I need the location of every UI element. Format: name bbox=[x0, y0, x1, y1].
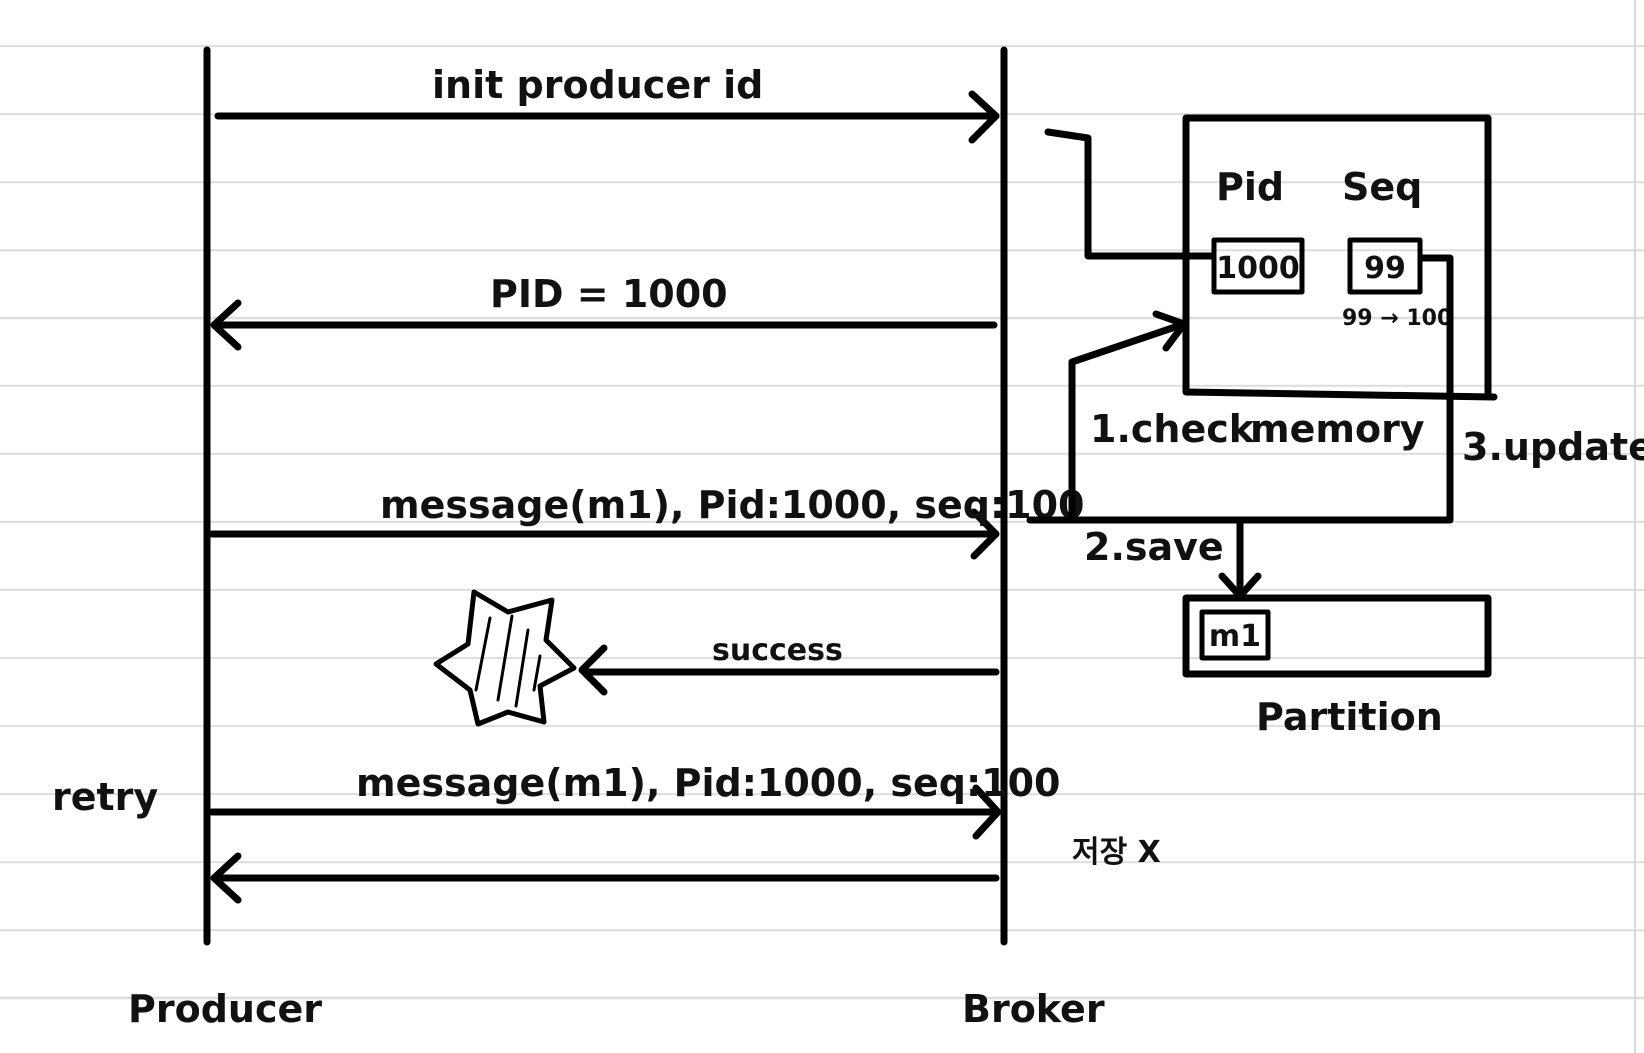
success-label: success bbox=[712, 633, 843, 668]
duplicate-note: 저장 X bbox=[1072, 835, 1161, 870]
memory-caption: memory bbox=[1250, 407, 1425, 451]
partition-box bbox=[1182, 594, 1492, 678]
pid-value: 1000 bbox=[1216, 251, 1300, 286]
lost-response-burst-icon bbox=[433, 589, 577, 727]
partition-record-cell bbox=[1199, 609, 1271, 661]
seq-header: Seq bbox=[1342, 165, 1422, 209]
update-label: 3.update bbox=[1462, 425, 1644, 469]
pid-value-cell bbox=[1211, 237, 1305, 295]
pid-response-arrow bbox=[210, 299, 998, 351]
update-path bbox=[1068, 254, 1454, 524]
producer-label: Producer bbox=[128, 987, 322, 1031]
init-arrow bbox=[214, 90, 1000, 144]
page-margin-line bbox=[1634, 0, 1636, 1053]
send-arrow bbox=[208, 508, 1000, 560]
memory-box bbox=[1182, 114, 1498, 401]
check-path bbox=[1026, 310, 1188, 524]
retry-label: retry bbox=[52, 775, 158, 819]
success-arrow bbox=[578, 644, 1000, 696]
save-label: 2.save bbox=[1084, 525, 1224, 569]
pid-response-label: PID = 1000 bbox=[490, 272, 728, 316]
send-label: message(m1), Pid:1000, seq:100 bbox=[380, 483, 1084, 527]
seq-change: 99 → 100 bbox=[1342, 306, 1452, 331]
seq-value: 99 bbox=[1364, 251, 1406, 286]
check-label: 1.check bbox=[1090, 407, 1255, 451]
retry-send-arrow bbox=[208, 784, 1002, 840]
seq-value-cell bbox=[1347, 237, 1423, 295]
partition-record: m1 bbox=[1209, 619, 1261, 654]
retry-response-arrow bbox=[210, 852, 1000, 904]
pid-lookup-connector bbox=[1044, 128, 1216, 260]
retry-send-label: message(m1), Pid:1000, seq:100 bbox=[356, 761, 1060, 805]
save-arrow bbox=[1218, 520, 1262, 600]
partition-caption: Partition bbox=[1256, 695, 1443, 739]
init-label: init producer id bbox=[432, 63, 763, 107]
pid-header: Pid bbox=[1216, 165, 1284, 209]
broker-label: Broker bbox=[962, 987, 1105, 1031]
